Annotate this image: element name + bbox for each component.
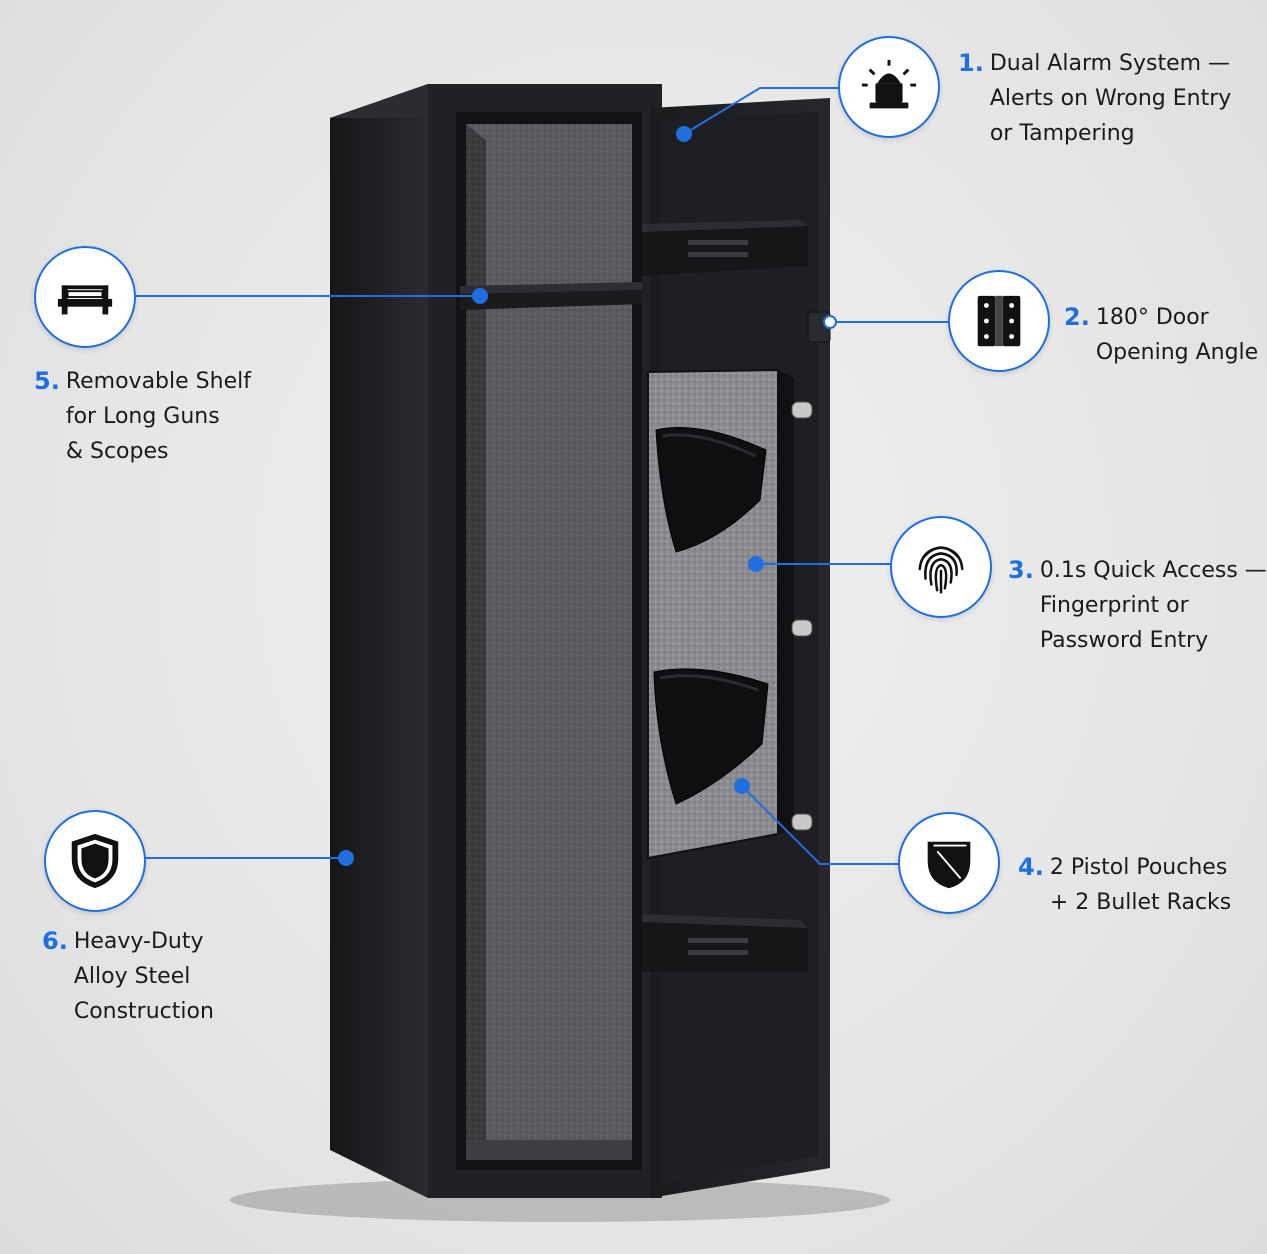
feature-number: 5.	[34, 367, 60, 395]
feature-access: 3. 0.1s Quick Access — Fingerprint or Pa…	[1008, 553, 1267, 658]
badge-shelf	[34, 246, 136, 348]
alarm-siren-icon	[861, 59, 917, 109]
badge-steel	[44, 810, 146, 912]
badge-pouches	[898, 812, 1000, 914]
shield-icon	[71, 833, 119, 889]
feature-line: 2 Pistol Pouches	[1049, 855, 1228, 880]
feature-number: 1.	[958, 49, 984, 77]
callout-lines	[132, 87, 950, 865]
feature-shelf: 5. Removable Shelf for Long Guns & Scope…	[34, 364, 251, 469]
feature-line: 180° Door	[1095, 305, 1209, 330]
feature-pouches: 4. 2 Pistol Pouches + 2 Bullet Racks	[1018, 850, 1231, 920]
feature-line: Dual Alarm System —	[989, 51, 1231, 76]
feature-line: & Scopes	[65, 439, 169, 464]
feature-number: 2.	[1064, 303, 1090, 331]
safe-side-panel	[330, 84, 428, 1198]
feature-door: 2. 180° Door Opening Angle	[1064, 300, 1258, 370]
pistol-pouch-lower	[653, 668, 769, 805]
door-bolts	[791, 401, 813, 831]
feature-line: for Long Guns	[65, 404, 220, 429]
feature-steel: 6. Heavy-Duty Alloy Steel Construction	[42, 924, 214, 1029]
floor-shadow	[230, 1178, 890, 1222]
feature-number: 6.	[42, 927, 68, 955]
bullet-rack-lower	[642, 922, 808, 972]
pistol-pouch-upper	[655, 427, 767, 553]
feature-line: Password Entry	[1039, 628, 1209, 653]
removable-shelf	[460, 288, 642, 310]
bullet-rack-upper	[642, 226, 808, 276]
callout-dots	[338, 126, 764, 866]
shelf-icon	[57, 285, 113, 315]
hinge-icon	[977, 295, 1021, 347]
badge-alarm	[838, 36, 940, 138]
feature-number: 3.	[1008, 556, 1034, 584]
feature-line: Fingerprint or	[1039, 593, 1189, 618]
safe-interior-carpet	[466, 124, 632, 1160]
feature-line: + 2 Bullet Racks	[1049, 890, 1232, 915]
feature-number: 4.	[1018, 853, 1044, 881]
feature-alarm: 1. Dual Alarm System — Alerts on Wrong E…	[958, 46, 1231, 151]
feature-line: Construction	[73, 999, 214, 1024]
fingerprint-icon	[918, 546, 964, 594]
feature-line: Heavy-Duty	[73, 929, 204, 954]
feature-line: Removable Shelf	[65, 369, 251, 394]
badge-door	[948, 270, 1050, 372]
pistol-pouch-icon	[927, 841, 971, 889]
feature-line: Alerts on Wrong Entry	[989, 86, 1232, 111]
feature-line: or Tampering	[989, 121, 1135, 146]
feature-line: Opening Angle	[1095, 340, 1259, 365]
badge-access	[890, 516, 992, 618]
callout-dot-hinge	[823, 315, 837, 329]
feature-line: 0.1s Quick Access —	[1039, 558, 1267, 583]
feature-line: Alloy Steel	[73, 964, 191, 989]
